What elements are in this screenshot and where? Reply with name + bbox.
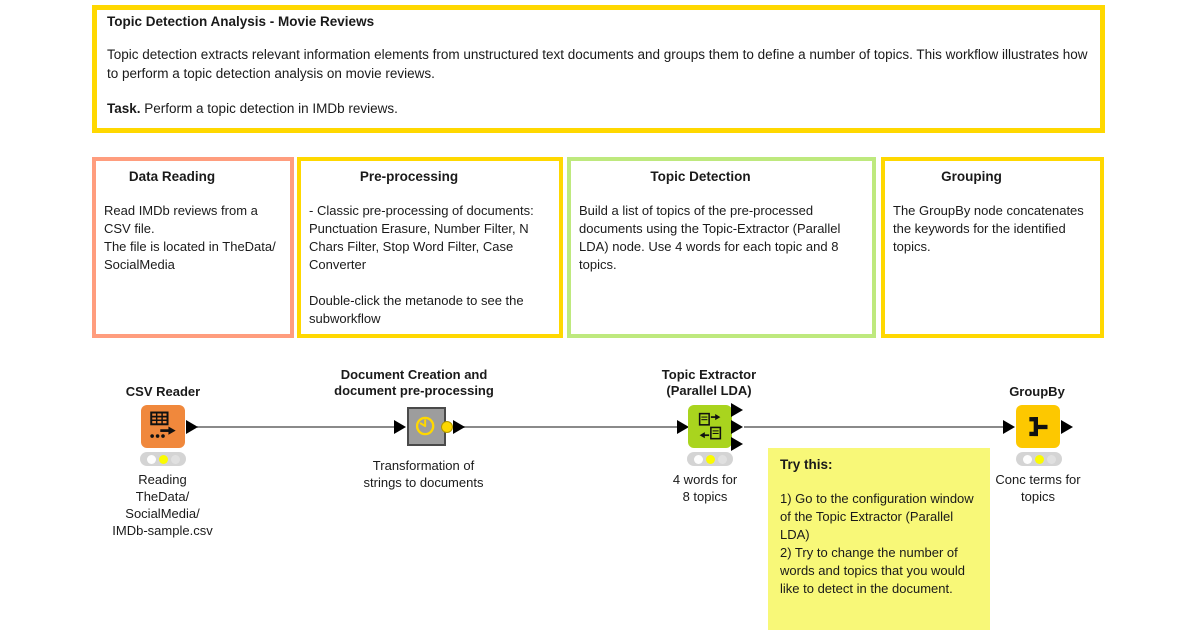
sticky-note-title: Try this: [780, 457, 833, 472]
input-port[interactable] [677, 420, 689, 434]
status-light-yellow [158, 454, 168, 464]
status-light-red [693, 454, 703, 464]
node-sub-label-groupby: Conc terms for topics [995, 472, 1081, 504]
annotation-title: Grouping [941, 169, 1002, 184]
connection-csv-to-metanode[interactable] [197, 426, 397, 428]
status-light-green [1046, 454, 1056, 464]
status-light-green [717, 454, 727, 464]
annotation-title: Pre-processing [359, 169, 459, 184]
traffic-light [140, 452, 186, 466]
node-groupby[interactable] [1016, 405, 1060, 448]
status-light-yellow [1034, 454, 1044, 464]
node-sub-label-metanode: Transformation of strings to documents [363, 458, 484, 490]
output-port[interactable] [1061, 420, 1073, 434]
document-transform-icon [698, 412, 722, 439]
annotation-pre-processing[interactable]: Pre-processing - Classic pre-processing … [297, 157, 563, 338]
annotation-title: Topic Detection Analysis - Movie Reviews [107, 14, 375, 29]
input-port[interactable] [394, 420, 406, 434]
annotation-title: Data Reading [128, 169, 216, 184]
output-port[interactable] [731, 437, 743, 451]
annotation-body: Read IMDb reviews from a CSV file. The f… [104, 203, 276, 272]
output-port[interactable] [186, 420, 198, 434]
annotation-body: Build a list of topics of the pre-proces… [579, 203, 841, 272]
node-label-metanode: Document Creation and document pre-proce… [334, 367, 494, 398]
sticky-note-body: 1) Go to the configuration window of the… [780, 491, 974, 596]
annotation-body: The GroupBy node concatenates the keywor… [893, 203, 1084, 254]
annotation-topic-detection[interactable]: Topic Detection Build a list of topics o… [567, 157, 876, 338]
node-label-groupby: GroupBy [1009, 384, 1065, 399]
connection-metanode-to-lda[interactable] [463, 426, 679, 428]
traffic-light [687, 452, 733, 466]
node-sub-label-csv-reader: Reading TheData/ SocialMedia/ IMDb-sampl… [112, 472, 213, 538]
table-arrow-icon [150, 411, 176, 438]
output-port[interactable] [731, 420, 743, 434]
annotation-task-line: Task. Perform a topic detection in IMDb … [107, 99, 1090, 118]
annotation-grouping[interactable]: Grouping The GroupBy node concatenates t… [881, 157, 1104, 338]
clock-icon [415, 416, 435, 436]
node-label-topic-extractor: Topic Extractor (Parallel LDA) [661, 367, 757, 398]
node-topic-extractor[interactable] [688, 405, 732, 448]
workflow-title-annotation[interactable]: Topic Detection Analysis - Movie Reviews… [92, 5, 1105, 133]
status-light-red [146, 454, 156, 464]
status-light-yellow [705, 454, 715, 464]
status-light-red [1022, 454, 1032, 464]
task-text: Perform a topic detection in IMDb review… [140, 101, 398, 116]
annotation-title: Topic Detection [650, 169, 751, 184]
sticky-note-try-this[interactable]: Try this: 1) Go to the configuration win… [768, 448, 990, 630]
task-label: Task. [107, 101, 141, 116]
traffic-light [1016, 452, 1062, 466]
annotation-paragraph: Topic detection extracts relevant inform… [107, 47, 1088, 81]
annotation-data-reading[interactable]: Data Reading Read IMDb reviews from a CS… [92, 157, 294, 338]
node-label-csv-reader: CSV Reader [125, 384, 201, 399]
groupby-merge-icon [1029, 416, 1048, 436]
node-csv-reader[interactable] [141, 405, 185, 448]
node-sub-label-topic-extractor: 4 words for 8 topics [672, 472, 738, 504]
metanode-state-dot [441, 421, 453, 433]
output-port[interactable] [453, 420, 465, 434]
status-light-green [170, 454, 180, 464]
output-port[interactable] [731, 403, 743, 417]
connection-lda-to-groupby[interactable] [744, 426, 1005, 428]
input-port[interactable] [1003, 420, 1015, 434]
annotation-body: - Classic pre-processing of documents: P… [309, 203, 534, 326]
